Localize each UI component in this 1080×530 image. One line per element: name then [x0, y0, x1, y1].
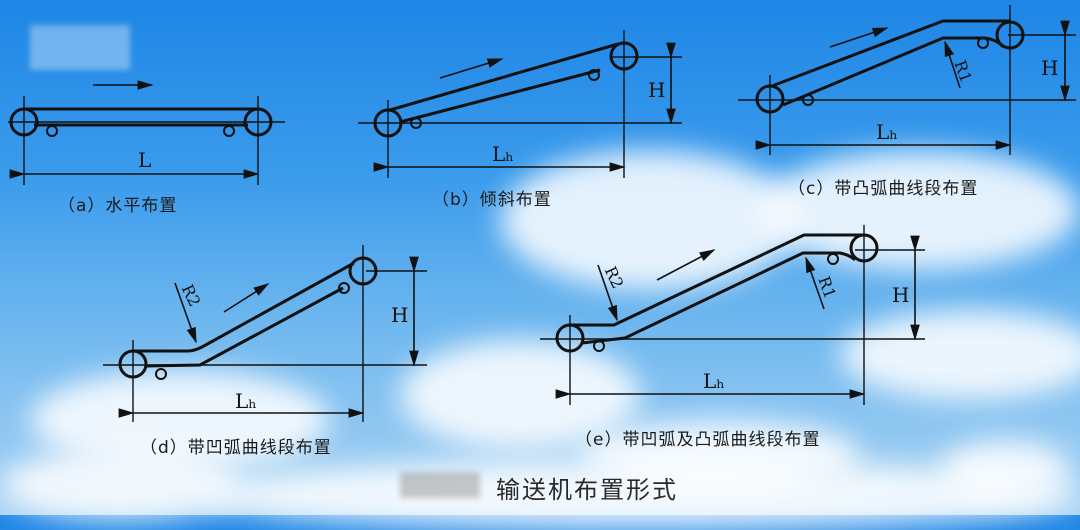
conveyor-layout-diagrams [8, 5, 1076, 422]
diagram-d-concave-curve [103, 245, 427, 422]
caption-e: （e）带凹弧及凸弧曲线段布置 [575, 430, 821, 450]
cloud [0, 450, 240, 520]
length-label-b: Lₕ [492, 142, 514, 166]
diagram-e-concave-and-convex [540, 225, 925, 405]
caption-c: （c）带凸弧曲线段布置 [788, 179, 979, 199]
blurred-watermark [400, 472, 480, 498]
length-label-c: Lₕ [876, 120, 898, 144]
caption-b: （b）倾斜布置 [432, 190, 552, 210]
height-label-c: H [1041, 56, 1059, 80]
cloud [500, 150, 800, 290]
height-label-e: H [892, 283, 910, 307]
cloud [940, 440, 1070, 500]
height-label-b: H [648, 78, 666, 102]
caption-d: （d）带凹弧曲线段布置 [140, 438, 332, 458]
height-label-d: H [391, 303, 409, 327]
length-label-e: Lₕ [703, 369, 725, 393]
diagram-b-inclined [358, 30, 682, 178]
blurred-watermark [30, 25, 130, 70]
page-title: 输送机布置形式 [496, 476, 678, 504]
length-label-a: L [138, 148, 152, 172]
diagram-a-horizontal [8, 80, 285, 185]
cloud [580, 420, 860, 490]
length-label-d: Lₕ [235, 389, 257, 413]
caption-a: （a）水平布置 [58, 196, 178, 216]
diagram-c-convex-curve [738, 5, 1076, 155]
cloud [840, 310, 1080, 400]
